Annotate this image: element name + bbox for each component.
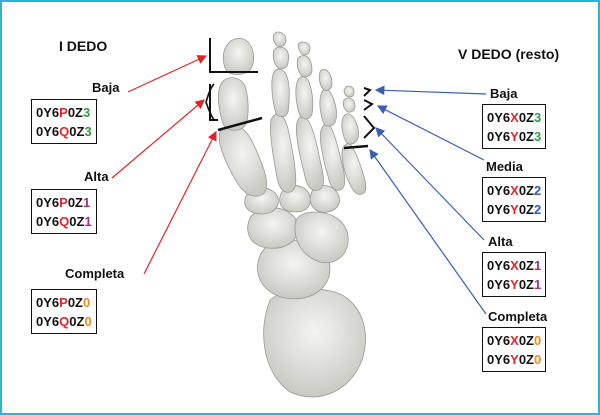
right-box-completa: 0Y6X0Z0 0Y6Y0Z0 [482,327,546,372]
left-box-alta: 0Y6P0Z1 0Y6Q0Z1 [31,189,97,234]
code-line: 0Y6X0Z2 [487,181,541,200]
code-line: 0Y6Y0Z3 [487,127,541,146]
arrow-alta-left [112,100,204,178]
left-title: I DEDO [59,38,107,54]
right-box-media: 0Y6X0Z2 0Y6Y0Z2 [482,177,546,222]
arrow-baja-right [376,90,486,94]
code-line: 0Y6P0Z1 [36,193,92,212]
right-label-baja: Baja [490,86,517,101]
code-line: 0Y6Q0Z0 [36,312,92,331]
arrow-baja-left [128,56,206,92]
left-label-alta: Alta [84,169,109,184]
code-line: 0Y6X0Z0 [487,331,541,350]
left-label-baja: Baja [92,80,119,95]
code-line: 0Y6Q0Z3 [36,122,92,141]
left-box-baja: 0Y6P0Z3 0Y6Q0Z3 [31,99,97,144]
code-line: 0Y6X0Z3 [487,108,541,127]
arrow-completa-left [144,132,216,274]
right-label-alta: Alta [488,234,513,249]
arrow-media-right [378,106,484,160]
code-line: 0Y6Y0Z2 [487,200,541,219]
right-box-baja: 0Y6X0Z3 0Y6Y0Z3 [482,104,546,149]
code-line: 0Y6Y0Z0 [487,350,541,369]
code-line: 0Y6X0Z1 [487,256,541,275]
code-line: 0Y6Q0Z1 [36,212,92,231]
arrow-alta-right [376,128,484,240]
right-box-alta: 0Y6X0Z1 0Y6Y0Z1 [482,252,546,297]
code-line: 0Y6P0Z0 [36,293,92,312]
right-label-media: Media [486,159,523,174]
code-line: 0Y6Y0Z1 [487,275,541,294]
right-label-completa: Completa [488,309,547,324]
right-title: V DEDO (resto) [458,46,559,62]
code-line: 0Y6P0Z3 [36,103,92,122]
left-label-completa: Completa [65,266,124,281]
left-box-completa: 0Y6P0Z0 0Y6Q0Z0 [31,289,97,334]
arrow-completa-right [370,150,486,314]
